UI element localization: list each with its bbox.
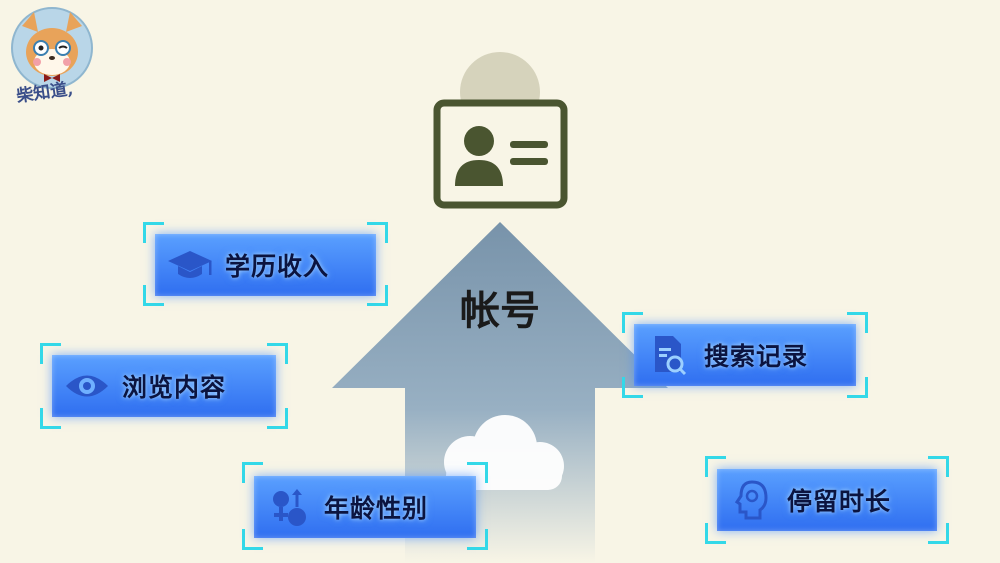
head-profile-icon: [717, 469, 787, 531]
eye-icon: [52, 355, 122, 417]
tag-education-label: 学历收入: [225, 252, 330, 281]
tag-browse: 浏览内容: [40, 343, 288, 429]
id-card-icon: [433, 99, 568, 209]
tag-duration-label: 停留时长: [787, 487, 892, 516]
search-document-icon: [634, 324, 704, 386]
tag-search-label: 搜索记录: [704, 342, 809, 371]
tag-age: 年龄性别: [242, 462, 488, 550]
logo: 柴知道,: [8, 6, 96, 107]
tag-duration: 停留时长: [705, 456, 949, 544]
center-title: 帐号: [460, 288, 540, 334]
cloud-icon: [444, 415, 564, 490]
tag-browse-label: 浏览内容: [122, 373, 227, 402]
graduation-cap-icon: [155, 234, 225, 296]
tag-age-label: 年龄性别: [324, 494, 429, 523]
tag-education: 学历收入: [143, 222, 388, 306]
tag-search: 搜索记录: [622, 312, 868, 398]
gender-icon: [254, 476, 324, 538]
shiba-mascot-icon: [11, 7, 93, 89]
